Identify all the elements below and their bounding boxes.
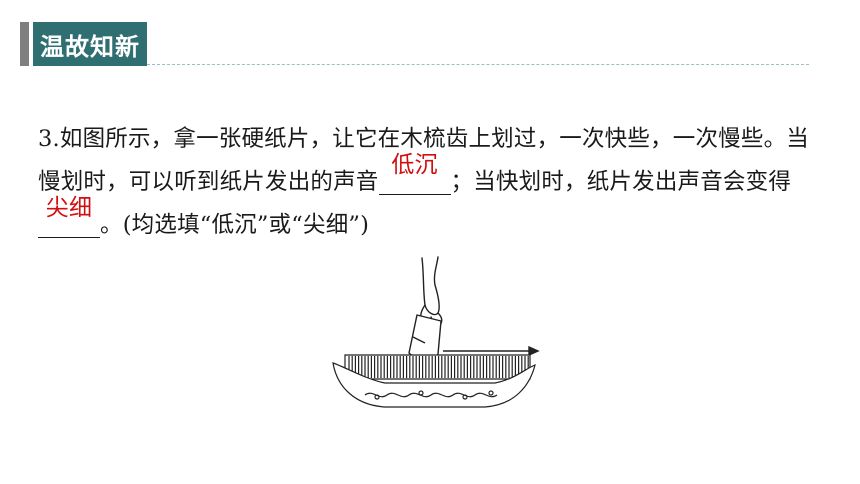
direction-arrow-icon bbox=[443, 345, 540, 357]
question-paragraph: 3.如图所示，拿一张硬纸片，让它在木梳齿上划过，一次快些，一次慢些。当慢划时，可… bbox=[38, 118, 828, 247]
question-text-part3: 。 bbox=[100, 212, 123, 238]
comb-experiment-figure bbox=[332, 256, 540, 408]
header-divider bbox=[147, 64, 809, 65]
question-text-part2: ；当快划时，纸片发出声音会变得 bbox=[450, 169, 792, 195]
header-accent-bar bbox=[20, 22, 29, 66]
answer-blank-2: 尖细 bbox=[38, 195, 100, 238]
answer-text-2: 尖细 bbox=[45, 195, 93, 221]
question-note: (均选填“低沉”或“尖细”) bbox=[122, 212, 370, 238]
comb-icon bbox=[332, 354, 536, 408]
question-number: 3. bbox=[38, 126, 60, 152]
hand-icon bbox=[420, 256, 443, 326]
question-text-part1: 如图所示，拿一张硬纸片，让它在木梳齿上划过，一次快些，一次慢些。当慢划时，可以听… bbox=[38, 126, 809, 195]
answer-blank-1: 低沉 bbox=[378, 152, 451, 195]
section-title: 温故知新 bbox=[33, 22, 147, 66]
answer-text-1: 低沉 bbox=[391, 152, 438, 178]
